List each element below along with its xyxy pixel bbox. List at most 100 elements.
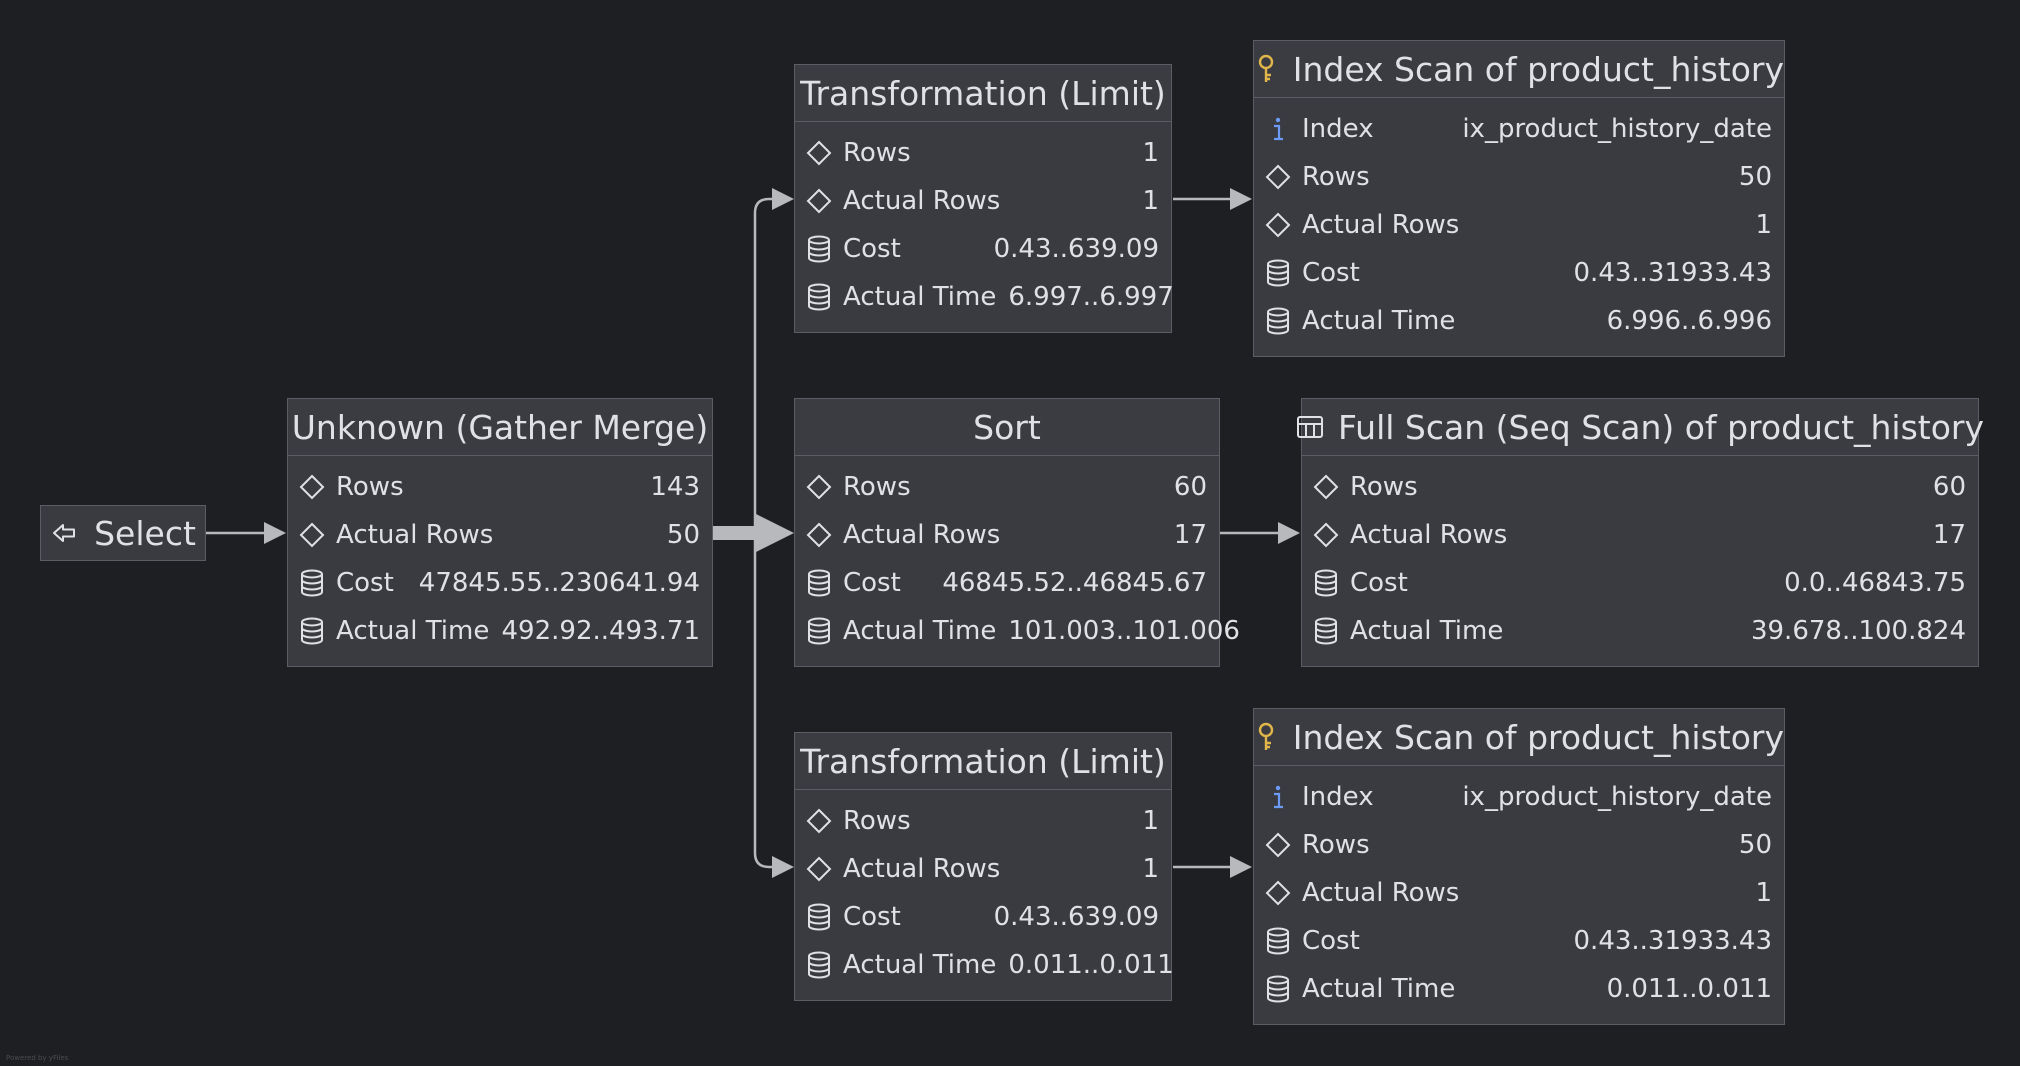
diamond-icon xyxy=(298,521,326,549)
diamond-icon xyxy=(805,473,833,501)
property-label: Actual Rows xyxy=(1350,520,1508,550)
property-row: Cost 0.43..31933.43 xyxy=(1254,249,1784,297)
select-label: Select xyxy=(94,513,196,553)
property-label: Rows xyxy=(1350,472,1418,502)
database-icon xyxy=(805,617,833,645)
property-value: 101.003..101.006 xyxy=(1008,616,1240,646)
property-row: Rows 50 xyxy=(1254,821,1784,869)
property-row: Actual Rows 1 xyxy=(1254,201,1784,249)
node-title: Unknown (Gather Merge) xyxy=(291,407,709,447)
property-label: Rows xyxy=(336,472,404,502)
arrow-left-icon xyxy=(50,518,80,548)
node-title: Transformation (Limit) xyxy=(800,741,1166,781)
database-icon xyxy=(1264,307,1292,335)
property-value: 1 xyxy=(1755,210,1772,240)
property-label: Rows xyxy=(1302,830,1370,860)
property-value: 0.0..46843.75 xyxy=(1784,568,1966,598)
property-label: Cost xyxy=(843,568,901,598)
node-title: Full Scan (Seq Scan) of product_history xyxy=(1338,407,1985,447)
property-value: 50 xyxy=(1738,830,1772,860)
diamond-icon xyxy=(298,473,326,501)
diamond-icon xyxy=(1264,831,1292,859)
property-label: Cost xyxy=(843,234,901,264)
footer-watermark: Powered by yFiles xyxy=(6,1054,69,1062)
arrowhead xyxy=(264,522,286,544)
property-value: 1 xyxy=(1142,806,1159,836)
property-row: Actual Rows 1 xyxy=(795,845,1171,893)
property-label: Actual Time xyxy=(336,616,490,646)
property-row: Rows 60 xyxy=(795,463,1219,511)
diamond-icon xyxy=(805,521,833,549)
property-label: Rows xyxy=(843,806,911,836)
diamond-icon xyxy=(1264,879,1292,907)
select-node[interactable]: Select xyxy=(40,505,206,561)
database-icon xyxy=(1264,259,1292,287)
node-title: Index Scan of product_history xyxy=(1292,49,1784,89)
property-value: 39.678..100.824 xyxy=(1750,616,1966,646)
property-label: Cost xyxy=(1302,258,1360,288)
property-label: Actual Rows xyxy=(1302,878,1460,908)
node-title-bar: Index Scan of product_history xyxy=(1254,41,1784,98)
property-value: 1 xyxy=(1142,138,1159,168)
property-value: 0.43..639.09 xyxy=(993,902,1159,932)
property-label: Actual Rows xyxy=(1302,210,1460,240)
property-label: Actual Time xyxy=(1302,974,1456,1004)
property-value: 6.997..6.997 xyxy=(1008,282,1174,312)
property-value: 50 xyxy=(1738,162,1772,192)
node-title-bar: Transformation (Limit) xyxy=(795,733,1171,790)
database-icon xyxy=(1312,569,1340,597)
info-icon xyxy=(1264,115,1292,143)
diamond-icon xyxy=(805,187,833,215)
property-value: 17 xyxy=(1173,520,1207,550)
node-title-bar: Full Scan (Seq Scan) of product_history xyxy=(1297,399,1984,456)
database-icon xyxy=(1264,927,1292,955)
arrowhead xyxy=(772,856,794,878)
property-label: Actual Rows xyxy=(843,854,1001,884)
node-title: Sort xyxy=(973,407,1041,447)
property-label: Rows xyxy=(843,472,911,502)
property-value: 0.011..0.011 xyxy=(1606,974,1772,1004)
property-label: Actual Time xyxy=(843,616,997,646)
edge-gather-to-limit-top xyxy=(753,197,772,533)
diamond-icon xyxy=(805,139,833,167)
property-value: ix_product_history_date xyxy=(1462,782,1772,812)
key-icon xyxy=(1254,53,1279,85)
property-value: 60 xyxy=(1173,472,1207,502)
property-row: Actual Time 492.92..493.71 xyxy=(288,607,712,655)
property-value: 1 xyxy=(1142,854,1159,884)
node-title-bar: Sort xyxy=(795,399,1219,456)
database-icon xyxy=(805,283,833,311)
property-label: Cost xyxy=(843,902,901,932)
property-value: 0.43..31933.43 xyxy=(1573,258,1772,288)
property-value: 492.92..493.71 xyxy=(501,616,700,646)
property-label: Rows xyxy=(843,138,911,168)
property-label: Actual Rows xyxy=(336,520,494,550)
property-value: 1 xyxy=(1142,186,1159,216)
property-value: 17 xyxy=(1932,520,1966,550)
property-row: Actual Rows 17 xyxy=(1302,511,1978,559)
node-title-bar: Transformation (Limit) xyxy=(795,65,1171,122)
database-icon xyxy=(805,951,833,979)
